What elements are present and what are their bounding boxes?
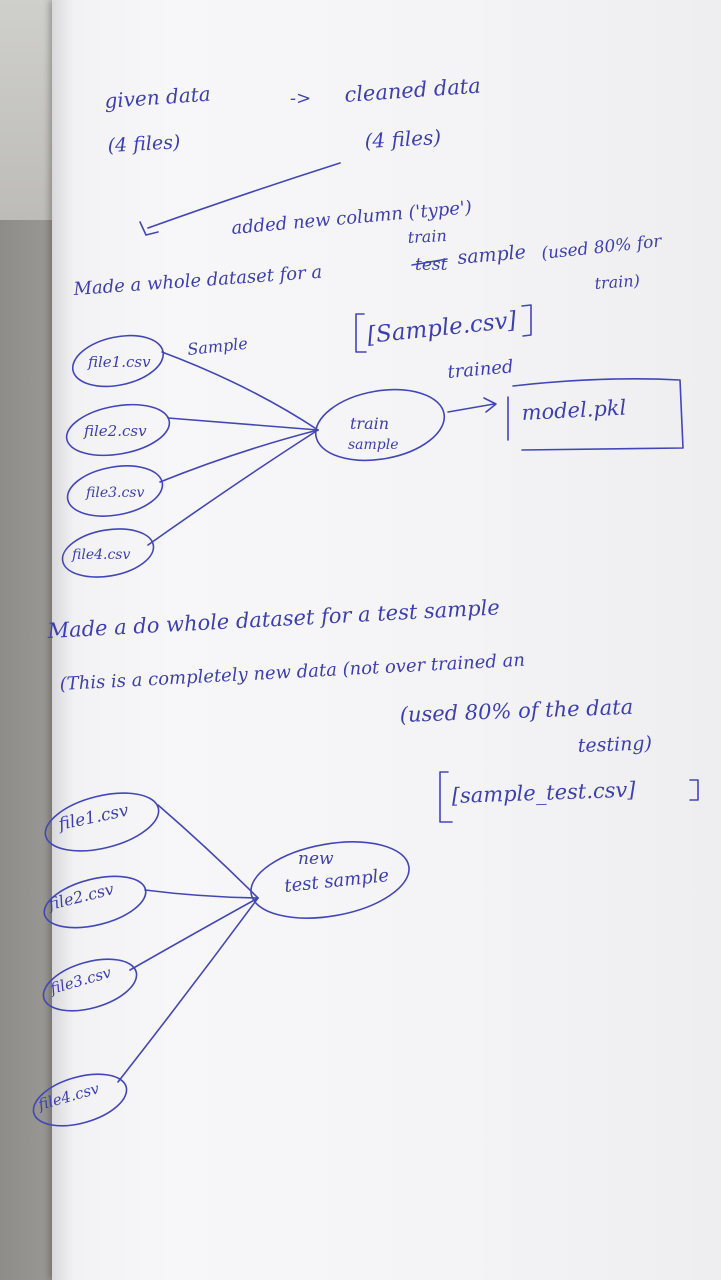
given-data-text: given data (104, 82, 212, 113)
file3-node-top (66, 465, 164, 517)
four-files-right-text: (4 files) (364, 125, 442, 153)
page-shadow (52, 0, 74, 1280)
sample-test-csv-text: [sample_test.csv] (451, 778, 636, 808)
file4-node-bottom (32, 1073, 128, 1127)
sample-test-bracket-right (689, 779, 699, 801)
sample-label-text: Sample (186, 334, 248, 359)
file2-label-bottom: file2.csv (45, 879, 115, 914)
train-node-label-1: train (350, 414, 389, 433)
sample-word-text: sample (457, 241, 527, 269)
train-line-text: Made a whole dataset for a (72, 262, 323, 300)
model-pkl-text: model.pkl (521, 396, 627, 425)
test-line-4-text: testing) (577, 732, 652, 757)
file1-label-top: file1.csv (87, 353, 151, 371)
train-word-text: train (407, 226, 447, 247)
four-files-left-text: (4 files) (107, 131, 181, 157)
file2-node-top (65, 403, 171, 457)
down-arrow-line (147, 162, 341, 229)
file1-node-bottom (44, 792, 160, 852)
test-node-label-2: test sample (283, 865, 390, 897)
test-line-3-text: (used 80% of the data (399, 695, 633, 727)
arrow-text: -> (290, 88, 311, 109)
file4-label-bottom: file4.csv (35, 1079, 102, 1114)
struck-word-text: test (415, 255, 448, 275)
edge-file2-train (167, 417, 319, 431)
file3-node-bottom (42, 958, 138, 1012)
file4-node-top (61, 528, 155, 578)
model-box-outline (512, 378, 684, 451)
test-line-1-text: Made a do whole dataset for a test sampl… (46, 595, 500, 643)
test-sample-node (250, 841, 410, 919)
down-arrow-head (139, 221, 159, 236)
test-line-2-text: (This is a completely new data (not over… (59, 650, 525, 695)
edge-file2-test (144, 889, 259, 899)
edge-file4-train (147, 429, 319, 546)
file4-label-top: file4.csv (71, 547, 130, 563)
file1-label-bottom: file1.csv (55, 801, 131, 836)
trained-label-text: trained (447, 356, 515, 383)
file3-label-top: file3.csv (85, 485, 144, 501)
cleaned-data-text: cleaned data (344, 74, 482, 107)
test-node-label-1: new (298, 849, 334, 869)
sample-csv-bracket-left (355, 313, 367, 353)
used-train-text: (used 80% for (540, 231, 663, 264)
file2-label-top: file2.csv (83, 422, 147, 440)
trained-arrow-head (483, 397, 497, 413)
file1-node-top (71, 334, 165, 388)
edge-file4-test (117, 897, 259, 1083)
edge-file1-test (157, 804, 259, 899)
sample-test-bracket-left (439, 771, 453, 823)
sample-csv-bracket-right (521, 304, 532, 337)
edge-file3-train (159, 429, 319, 483)
file3-label-bottom: file3.csv (47, 963, 114, 998)
notebook-page (52, 0, 721, 1280)
edge-file3-test (129, 897, 259, 971)
edge-file1-train (161, 351, 319, 431)
used-train-2-text: train) (594, 271, 640, 293)
train-node-label-2: sample (348, 437, 399, 453)
sample-csv-text: [Sample.csv] (366, 307, 518, 349)
trained-arrow-line (447, 403, 495, 413)
strike-mark (411, 258, 448, 266)
train-sample-node (314, 388, 446, 462)
